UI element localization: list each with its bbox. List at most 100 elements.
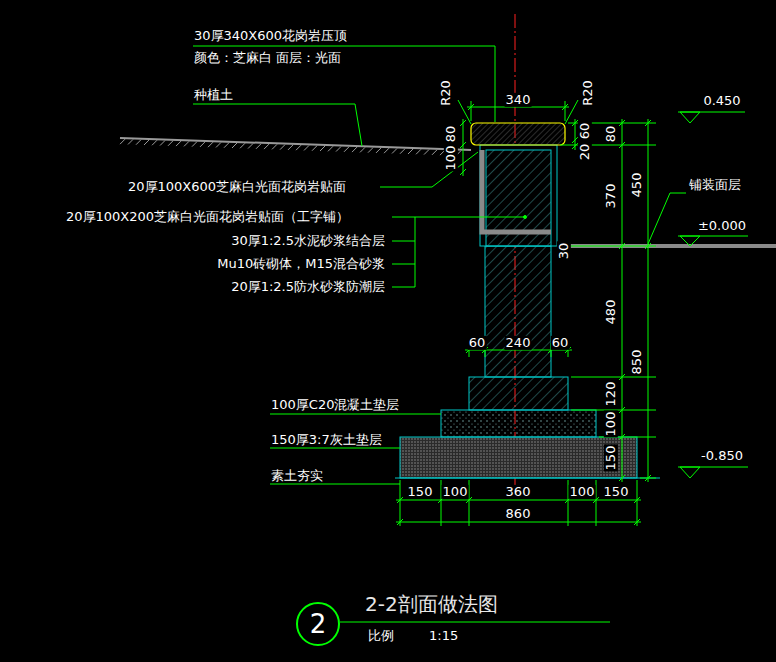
ground-line [395,478,660,479]
drawing-label: 30 [557,242,571,261]
dimension-stroke [392,148,397,153]
dimension-stroke [432,150,437,155]
dimension-stroke [336,147,341,152]
dimension-stroke [144,140,149,145]
drawing-label: R20 [581,79,595,107]
brick-footing [469,377,568,410]
drawing-label: 850 [630,349,644,376]
dimension-stroke [640,478,656,479]
dimension-stroke [216,142,221,147]
dimension-stroke [240,143,245,148]
drawing-label: 颜色：芝麻白 面层：光面 [193,51,342,65]
drawing-label: 120 [604,381,618,408]
section-number-circle: 2 [296,602,340,646]
drawing-label: 60 [578,122,592,141]
dimension-stroke [328,146,333,151]
dimension-stroke [368,148,373,153]
dimension-stroke [312,146,317,151]
dimension-stroke [296,145,301,150]
drawing-label: 0.450 [702,94,741,108]
dimension-stroke [384,148,389,153]
brick-wall [485,246,551,377]
dimension-stroke [272,144,277,149]
drawing-label: 60 [551,336,570,350]
dimension-stroke [408,149,413,154]
drawing-label: 100 [569,485,596,499]
drawing-label: 370 [604,183,618,210]
dimension-stroke [344,147,349,152]
drawing-label: 60 [468,336,487,350]
leader-lines [193,46,686,622]
drawing-label: 20厚1:2.5防水砂浆防潮层 [230,280,386,294]
drawing-label: 150 [603,485,630,499]
dimension-stroke [460,120,466,126]
dimension-stroke [224,143,229,148]
dimension-stroke [120,139,125,144]
drawing-label: 1:15 [428,629,459,643]
drawing-label: ±0.000 [697,219,747,233]
dimension-stroke [376,148,381,153]
dimension-stroke [160,141,165,146]
dimension-stroke [360,147,365,152]
drawing-label: Mu10砖砌体，M15混合砂浆 [216,257,386,271]
dimension-stroke [320,146,325,151]
drawing-label: 比例 [367,629,395,643]
drawing-label: 80 [444,125,458,144]
dimension-stroke [208,142,213,147]
drawing-label: 铺装面层 [688,178,742,192]
dimension-stroke [565,101,566,121]
dimension-stroke [619,475,625,481]
dimension-lines [396,101,656,526]
dimension-stroke [184,141,189,146]
dimension-stroke [280,145,285,150]
dimension-stroke [560,145,656,146]
drawing-label: 30厚1:2.5水泥砂浆结合层 [230,234,386,248]
paving-layer [557,244,776,248]
drawing-label: 240 [505,336,532,350]
drawing-label: 480 [604,299,618,326]
dimension-stroke [192,142,197,147]
drawing-label: 150厚3:7灰土垫层 [270,433,383,447]
dimension-stroke [176,141,181,146]
granite-coping [471,123,565,145]
drawing-label: 100 [444,145,458,172]
upper-wall [480,145,557,246]
drawing-label: 150 [407,485,434,499]
drawing-label: 340 [505,93,532,107]
dimension-stroke [471,101,472,121]
drawing-label: R20 [439,79,453,107]
drawing-label: -0.850 [700,449,744,463]
drawing-label: 100 [442,485,469,499]
drawing-label: 80 [604,125,618,144]
dimension-stroke [304,145,309,150]
elevation-markers [678,112,748,478]
dimension-stroke [648,119,649,482]
dimension-stroke [396,522,641,523]
dimension-stroke [637,480,638,526]
dimension-stroke [400,149,405,154]
dimension-stroke [232,143,237,148]
drawing-label: 100 [604,411,618,438]
dimension-stroke [460,142,466,148]
drawing-label: 30厚340X600花岗岩压顶 [193,29,348,43]
dimension-stroke [463,119,464,176]
drawing-label: 150 [604,445,618,472]
dimension-stroke [256,144,261,149]
dimension-stroke [200,142,205,147]
dimension-stroke [571,377,656,378]
dimension-stroke [400,480,401,526]
soil-hatch [120,139,461,155]
dimension-stroke [352,147,357,152]
dimension-stroke [460,169,466,175]
dimension-stroke [248,144,253,149]
dimension-stroke [396,500,641,501]
dimension-stroke [288,145,293,150]
drawing-label: 450 [630,172,644,199]
dimension-stroke [136,140,141,145]
dimension-stroke [622,119,623,482]
dimension-stroke [152,140,157,145]
soil-surface [120,138,471,150]
drawing-label: 种植土 [193,88,234,102]
section-number: 2 [310,611,327,637]
